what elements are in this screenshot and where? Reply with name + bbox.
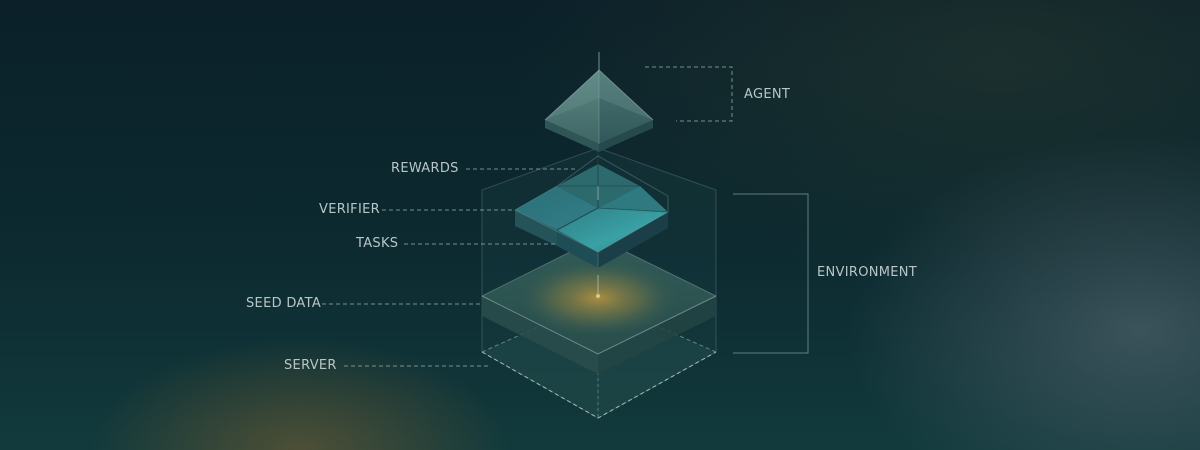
server-label: SERVER — [284, 358, 337, 373]
tasks-verifier-rewards-block — [513, 155, 669, 268]
verifier-label: VERIFIER — [319, 202, 380, 217]
seed-data-label: SEED DATA — [246, 296, 322, 311]
leader-lines — [322, 66, 809, 367]
tasks-label: TASKS — [356, 236, 399, 251]
seed-data-slab — [481, 237, 717, 374]
rewards-label: REWARDS — [391, 161, 459, 176]
agent-bracket — [645, 66, 733, 122]
environment-bracket — [733, 193, 809, 354]
environment-label: ENVIRONMENT — [817, 265, 918, 280]
agent-pyramid — [544, 52, 654, 152]
agent-label: AGENT — [744, 87, 791, 102]
